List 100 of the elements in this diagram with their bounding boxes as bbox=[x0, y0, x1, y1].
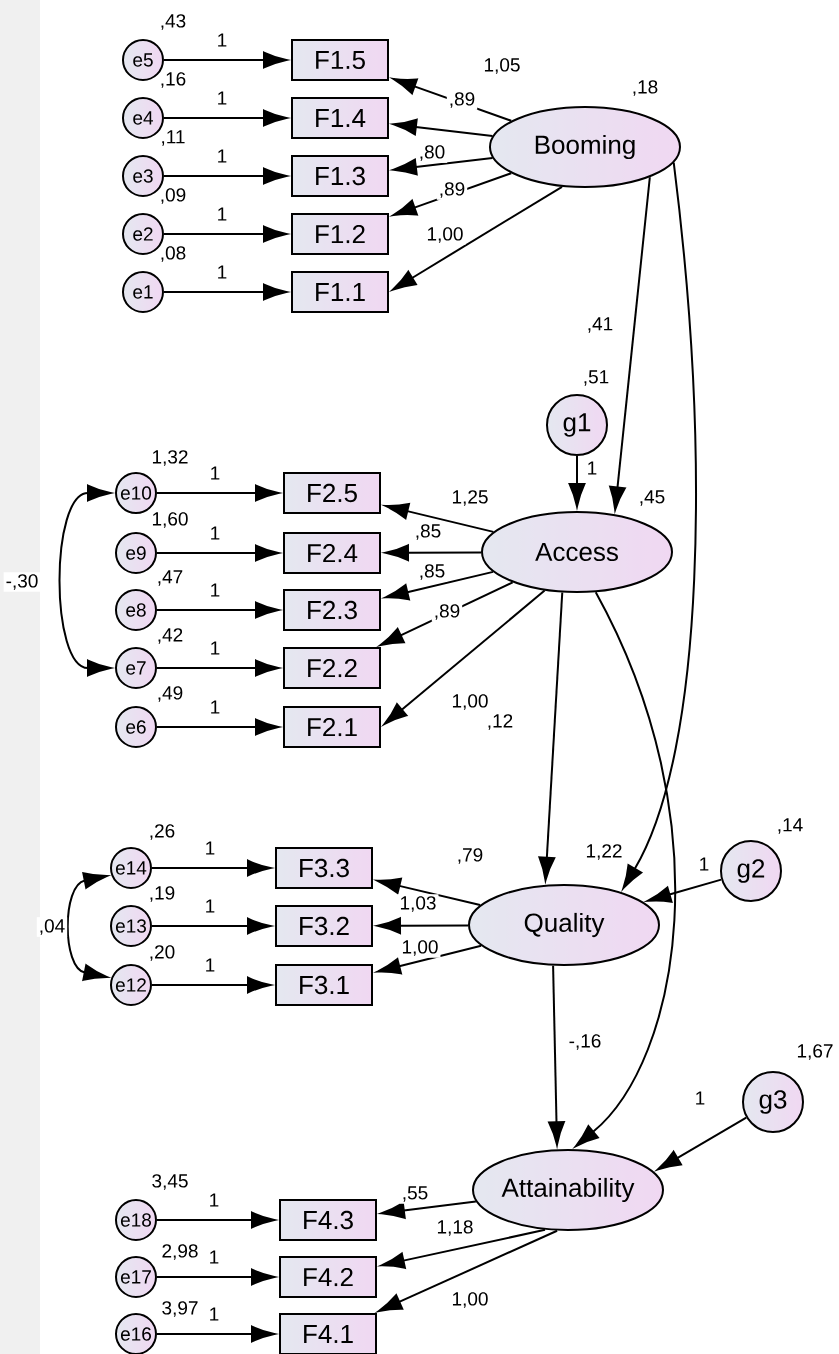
indicator-box: F4.3 bbox=[279, 1199, 377, 1241]
path-coefficient: ,12 bbox=[484, 712, 516, 732]
path-coefficient: 1 bbox=[214, 31, 230, 49]
indicator-box: F2.2 bbox=[283, 647, 381, 689]
path-coefficient: -,30 bbox=[3, 572, 41, 592]
path-coefficient: 1,00 bbox=[449, 692, 491, 712]
path-coefficient: ,41 bbox=[584, 315, 616, 335]
path-coefficient: 1 bbox=[206, 1191, 222, 1209]
arrow bbox=[392, 118, 494, 138]
path-coefficient: 1,05 bbox=[481, 56, 523, 76]
arrow bbox=[156, 1325, 276, 1343]
indicator-box: F3.1 bbox=[275, 964, 373, 1006]
arrow bbox=[379, 581, 514, 646]
arrow bbox=[163, 167, 288, 185]
variance-label: ,16 bbox=[161, 72, 186, 88]
path-coefficient: 1 bbox=[696, 855, 712, 873]
covariance-arc bbox=[58, 484, 112, 677]
arrow bbox=[384, 570, 495, 601]
indicator-box: F1.5 bbox=[291, 39, 389, 81]
path-coefficient: 1,25 bbox=[449, 488, 491, 508]
path-coefficient: ,55 bbox=[399, 1184, 431, 1204]
arrow bbox=[151, 859, 272, 877]
indicator-box: F2.1 bbox=[283, 706, 381, 748]
path-coefficient: 1 bbox=[202, 897, 218, 915]
variance-label: ,08 bbox=[161, 246, 186, 262]
arrow bbox=[392, 156, 494, 176]
path-coefficient: 1 bbox=[214, 263, 230, 281]
arrow bbox=[548, 964, 565, 1146]
path-coefficient: 1,00 bbox=[449, 1290, 491, 1310]
variance-label: 2,98 bbox=[162, 1244, 198, 1260]
variance-label: ,18 bbox=[633, 80, 658, 96]
indicator-box: F1.4 bbox=[291, 97, 389, 139]
arrow bbox=[163, 283, 288, 301]
arrow bbox=[383, 589, 546, 725]
arrow bbox=[376, 917, 469, 935]
variance-label: 1,32 bbox=[152, 450, 188, 466]
path-coefficient: 1 bbox=[214, 147, 230, 165]
arrow bbox=[156, 659, 280, 677]
variance-label: ,43 bbox=[161, 14, 186, 30]
indicator-box: F1.2 bbox=[291, 213, 389, 255]
variance-label: ,20 bbox=[150, 945, 175, 961]
arrow bbox=[538, 591, 564, 882]
indicator-box: F3.2 bbox=[275, 905, 373, 947]
path-coefficient: 1 bbox=[202, 956, 218, 974]
variance-label: ,49 bbox=[158, 686, 183, 702]
indicator-box: F2.5 bbox=[283, 472, 381, 514]
path-coefficient: 1 bbox=[207, 581, 223, 599]
arrow bbox=[156, 601, 280, 619]
path-coefficient: ,79 bbox=[454, 846, 486, 866]
arrow bbox=[151, 976, 272, 994]
variance-label: ,19 bbox=[150, 886, 175, 902]
arrow bbox=[384, 502, 495, 533]
variance-label: ,09 bbox=[161, 188, 186, 204]
path-coefficient: -,16 bbox=[566, 1032, 604, 1052]
path-coefficient: 1 bbox=[692, 1089, 708, 1107]
indicator-box: F4.1 bbox=[279, 1313, 377, 1354]
path-coefficient: ,80 bbox=[416, 143, 448, 163]
indicator-box: F1.1 bbox=[291, 271, 389, 313]
arrow bbox=[156, 718, 280, 736]
variance-label: ,51 bbox=[584, 370, 609, 386]
arrow bbox=[384, 544, 482, 562]
path-coefficient: ,89 bbox=[431, 602, 463, 622]
variance-label: ,42 bbox=[158, 628, 183, 644]
variance-label: 1,67 bbox=[797, 1044, 833, 1060]
path-coefficient: 1 bbox=[207, 639, 223, 657]
path-coefficient: ,85 bbox=[416, 562, 448, 582]
variance-label: ,14 bbox=[778, 818, 803, 834]
arrow bbox=[380, 1200, 477, 1219]
arrow bbox=[156, 544, 280, 562]
indicator-box: F2.3 bbox=[283, 589, 381, 631]
path-coefficient: ,85 bbox=[412, 522, 444, 542]
arrow bbox=[156, 1268, 276, 1286]
path-coefficient: 1 bbox=[202, 839, 218, 857]
arrow bbox=[163, 225, 288, 243]
indicator-box: F3.3 bbox=[275, 847, 373, 889]
path-coefficient: 1 bbox=[214, 89, 230, 107]
arrow bbox=[568, 455, 586, 508]
variance-label: ,47 bbox=[158, 570, 183, 586]
arrow bbox=[376, 877, 482, 907]
path-coefficient: 1 bbox=[207, 698, 223, 716]
variance-label: ,26 bbox=[150, 824, 175, 840]
path-coefficient: 1,22 bbox=[583, 842, 625, 862]
variance-label: ,11 bbox=[162, 130, 185, 146]
arrow bbox=[156, 484, 280, 502]
path-coefficient: 1 bbox=[207, 464, 223, 482]
indicator-box: F1.3 bbox=[291, 155, 389, 197]
arrow bbox=[163, 51, 288, 69]
variance-label: 3,97 bbox=[162, 1301, 198, 1317]
path-coefficient: 1 bbox=[207, 524, 223, 542]
arrow bbox=[163, 109, 288, 127]
path-coefficient: 1 bbox=[206, 1305, 222, 1323]
indicator-box: F4.2 bbox=[279, 1256, 377, 1298]
path-coefficient: 1 bbox=[584, 459, 600, 477]
arrow bbox=[156, 1211, 276, 1229]
path-coefficient: 1 bbox=[214, 205, 230, 223]
arrow bbox=[151, 917, 272, 935]
path-coefficient: 1 bbox=[206, 1248, 222, 1266]
variance-label: 3,45 bbox=[152, 1174, 188, 1190]
arrow bbox=[380, 1228, 546, 1269]
arrow bbox=[575, 591, 676, 1147]
